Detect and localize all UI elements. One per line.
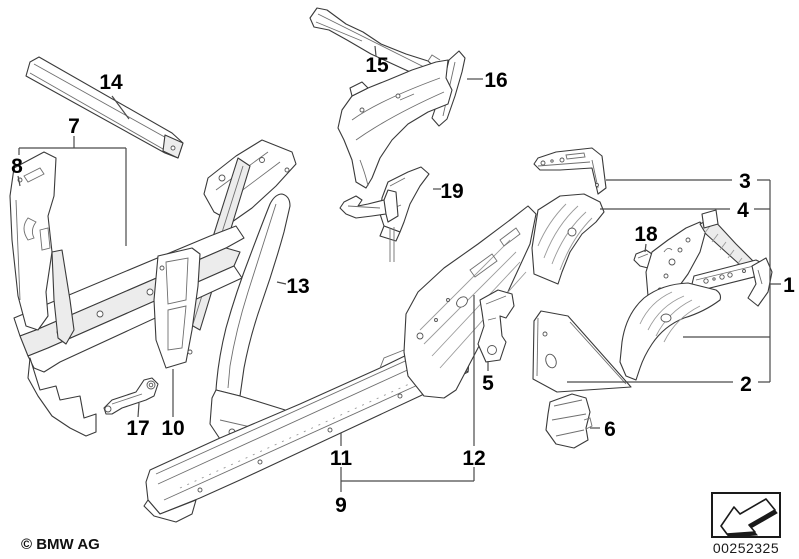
callout-6[interactable]: 6: [604, 418, 616, 441]
callout-1[interactable]: 1: [783, 274, 795, 297]
callout-14[interactable]: 14: [99, 71, 123, 94]
copyright-notice: © BMW AG: [21, 536, 100, 553]
callout-13[interactable]: 13: [286, 275, 309, 298]
part-drawing-19: [339, 166, 430, 262]
part-drawing-6: [545, 393, 593, 449]
callout-16[interactable]: 16: [484, 69, 507, 92]
leader-lines: [17, 45, 781, 492]
part-drawing-15: [309, 7, 441, 82]
callout-7[interactable]: 7: [68, 115, 80, 138]
callout-17[interactable]: 17: [126, 417, 149, 440]
diagram-number: 00252325: [712, 540, 780, 556]
part-drawing-1-quarter-inner: [645, 209, 773, 309]
part-drawing-10: [153, 247, 201, 369]
part-drawing-wheel-arch-outer: [619, 282, 722, 381]
callout-10[interactable]: 10: [161, 417, 184, 440]
part-drawing-4: [531, 193, 605, 285]
arrow-down-left-3d-icon: [720, 498, 778, 538]
callout-19[interactable]: 19: [440, 180, 463, 203]
callout-3[interactable]: 3: [739, 170, 751, 193]
part-drawing-2: [532, 310, 632, 393]
callout-5[interactable]: 5: [482, 372, 494, 395]
callout-4[interactable]: 4: [737, 199, 749, 222]
diagram-stamp-box: [711, 492, 781, 538]
part-drawing-5: [477, 289, 515, 363]
callout-12[interactable]: 12: [462, 447, 485, 470]
part-drawing-17: [103, 377, 159, 415]
callout-15[interactable]: 15: [365, 54, 389, 77]
callout-2[interactable]: 2: [740, 373, 752, 396]
part-drawing-12: [403, 205, 537, 399]
part-drawing-14: [25, 56, 184, 159]
part-drawing-3: [533, 147, 607, 195]
callout-11[interactable]: 11: [330, 447, 353, 470]
part-drawing-8: [9, 151, 75, 345]
part-drawing-16: [337, 50, 466, 189]
callout-18[interactable]: 18: [634, 223, 658, 246]
callout-8[interactable]: 8: [11, 155, 23, 178]
callout-9[interactable]: 9: [335, 494, 347, 517]
